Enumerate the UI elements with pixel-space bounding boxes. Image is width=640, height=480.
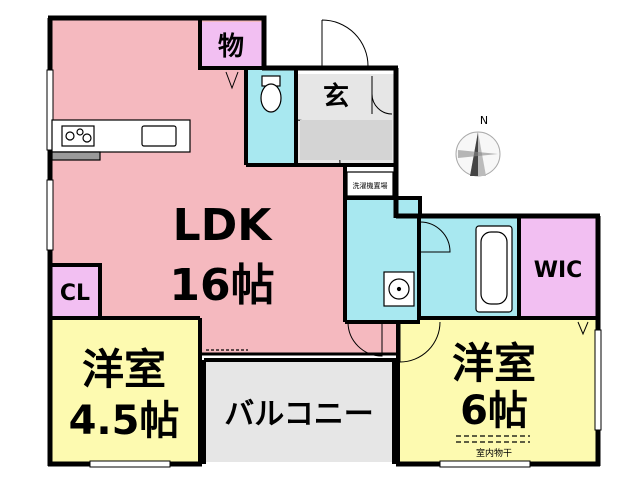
entrance-partition [371,76,393,115]
entrance-area [296,74,394,116]
western-right-area [398,320,598,464]
entrance-tile [300,120,392,160]
indoor-drying-label: 室内物干 [476,447,512,459]
western-left-size-label: 4.5帖 [69,398,180,444]
closet-area [50,265,100,317]
laundry-area [346,171,394,197]
ldk-area [48,20,398,355]
wic-area [519,218,597,318]
window-left-mid [46,179,54,251]
burner-icon [82,133,92,143]
washroom-door-swing [347,321,383,357]
wall-washroom-top [345,196,422,218]
sink-icon [141,125,177,147]
window-bottom-left [89,460,171,468]
bathtub-inner-icon [480,231,508,305]
balcony-label: バルコニー [224,397,373,432]
burner-icon [76,128,84,136]
western-right-size-label: 6帖 [460,388,528,434]
compass-north-label: N [480,114,488,127]
drain-icon [396,286,402,292]
laundry-label: 洗濯機置場 [353,181,388,190]
bath-door-swing [419,221,451,253]
ldk-size-label: 16帖 [169,260,274,311]
wall-balcony [202,358,396,464]
balcony-area [204,362,394,462]
western-left-area [50,318,200,464]
wic-label: WIC [534,258,583,283]
window-bottom-right [439,460,531,468]
window-left-upper [46,69,54,151]
storage-label: 物 [218,32,244,62]
outer-wall [48,15,267,68]
wall-storage-left [198,20,262,70]
storage-door-marker [225,71,239,90]
toilet-bowl-icon [260,83,282,113]
fixtures [51,75,530,443]
wic-door-marker [577,321,589,336]
closet-label: CL [60,281,90,306]
storage-area [200,22,262,68]
entrance-label: 玄 [323,81,349,112]
front-door-swing [321,19,369,68]
window-right [594,329,602,431]
front-door-gap [320,16,368,22]
kitchen-counter-lower [51,151,101,161]
compass-icon [455,131,501,177]
wall-closet [50,263,102,318]
western-left-name-label: 洋室 [82,345,166,394]
western-right-name-label: 洋室 [452,339,536,388]
ldk-name-label: LDK [173,200,274,251]
western-right-door-swing [399,321,441,363]
windows [46,69,602,468]
burner-icon [65,131,75,141]
